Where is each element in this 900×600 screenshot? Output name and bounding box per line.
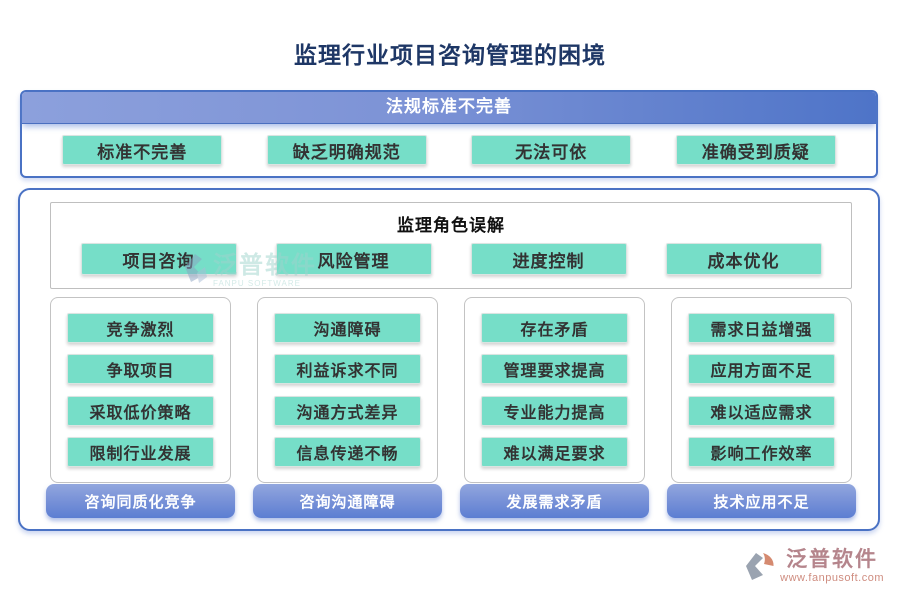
issue-item: 竞争激烈 <box>67 313 214 344</box>
issue-item: 难以满足要求 <box>481 436 628 467</box>
section-regulations: 法规标准不完善 标准不完善 缺乏明确规范 无法可依 准确受到质疑 <box>20 90 878 178</box>
issue-column-box: 沟通障碍 利益诉求不同 沟通方式差异 信息传递不畅 <box>257 297 438 483</box>
issue-item: 利益诉求不同 <box>274 354 421 385</box>
brand-logo: 泛普软件 www.fanpusoft.com <box>744 548 884 587</box>
role-header-box: 监理角色误解 项目咨询 风险管理 进度控制 成本优化 <box>50 202 852 289</box>
page-title: 监理行业项目咨询管理的困境 <box>294 42 606 68</box>
role-categories-row: 项目咨询 风险管理 进度控制 成本优化 <box>51 236 851 288</box>
issue-item: 沟通方式差异 <box>274 395 421 426</box>
issue-column-footer: 咨询沟通障碍 <box>253 484 442 518</box>
issue-column-footer: 技术应用不足 <box>667 484 856 518</box>
issue-item: 采取低价策略 <box>67 395 214 426</box>
category-item: 风险管理 <box>275 243 432 275</box>
issue-column-box: 竞争激烈 争取项目 采取低价策略 限制行业发展 <box>50 297 231 483</box>
issue-item: 难以适应需求 <box>688 395 835 426</box>
issue-item: 沟通障碍 <box>274 313 421 344</box>
brand-name: 泛普软件 <box>786 548 879 571</box>
category-item: 成本优化 <box>665 243 822 275</box>
issue-item: 需求日益增强 <box>688 313 835 344</box>
section-role-misunderstanding: 监理角色误解 项目咨询 风险管理 进度控制 成本优化 竞争激烈 争取项目 采取低… <box>18 188 880 531</box>
regulation-item: 缺乏明确规范 <box>266 135 427 165</box>
issue-item: 信息传递不畅 <box>274 436 421 467</box>
regulation-item: 标准不完善 <box>62 135 223 165</box>
issue-column-demand: 存在矛盾 管理要求提高 专业能力提高 难以满足要求 发展需求矛盾 <box>460 297 649 518</box>
issue-column-footer: 发展需求矛盾 <box>460 484 649 518</box>
brand-logo-icon <box>744 550 776 587</box>
issue-column-competition: 竞争激烈 争取项目 采取低价策略 限制行业发展 咨询同质化竞争 <box>46 297 235 518</box>
brand-url: www.fanpusoft.com <box>780 572 884 584</box>
issue-column-box: 需求日益增强 应用方面不足 难以适应需求 影响工作效率 <box>671 297 852 483</box>
issue-item: 专业能力提高 <box>481 395 628 426</box>
issue-item: 应用方面不足 <box>688 354 835 385</box>
regulation-item: 无法可依 <box>471 135 632 165</box>
section-regulations-header: 法规标准不完善 <box>22 92 876 124</box>
issue-column-box: 存在矛盾 管理要求提高 专业能力提高 难以满足要求 <box>464 297 645 483</box>
issue-item: 争取项目 <box>67 354 214 385</box>
issue-columns: 竞争激烈 争取项目 采取低价策略 限制行业发展 咨询同质化竞争 沟通障碍 利益诉… <box>46 297 856 518</box>
issue-column-footer: 咨询同质化竞争 <box>46 484 235 518</box>
section-regulations-items: 标准不完善 缺乏明确规范 无法可依 准确受到质疑 <box>22 124 876 176</box>
issue-item: 管理要求提高 <box>481 354 628 385</box>
issue-column-technology: 需求日益增强 应用方面不足 难以适应需求 影响工作效率 技术应用不足 <box>667 297 856 518</box>
category-item: 进度控制 <box>470 243 627 275</box>
issue-item: 存在矛盾 <box>481 313 628 344</box>
regulation-item: 准确受到质疑 <box>675 135 836 165</box>
issue-item: 影响工作效率 <box>688 436 835 467</box>
role-header-title: 监理角色误解 <box>397 216 505 235</box>
issue-item: 限制行业发展 <box>67 436 214 467</box>
category-item: 项目咨询 <box>80 243 237 275</box>
issue-column-communication: 沟通障碍 利益诉求不同 沟通方式差异 信息传递不畅 咨询沟通障碍 <box>253 297 442 518</box>
